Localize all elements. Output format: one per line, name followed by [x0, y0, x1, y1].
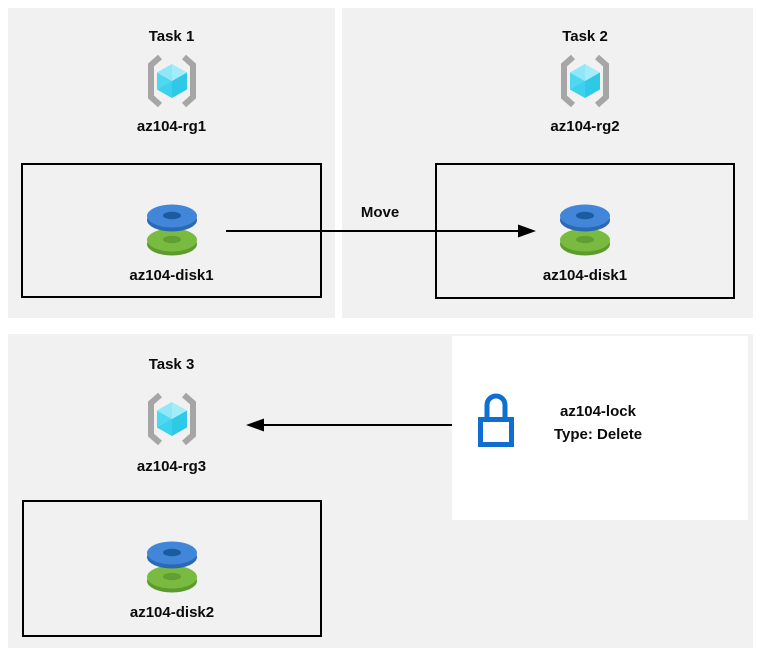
resource-group-icon [142, 390, 202, 448]
task2-title: Task 2 [562, 28, 608, 45]
lock-type-label: Type: Delete [553, 426, 643, 443]
lock-text-block: az104-lock Type: Delete [528, 400, 668, 446]
lock-annotation: az104-lock Type: Delete [452, 336, 748, 520]
task1-panel: Task 1 az104-rg1 az104-disk1 [8, 8, 335, 318]
move-label: Move [360, 204, 400, 221]
rg3-label: az104-rg3 [136, 458, 207, 475]
disk-box-rg3: az104-disk2 [22, 500, 322, 637]
task3-panel: Task 3 az104-rg3 az104-disk2 az104-lock … [8, 334, 753, 648]
resource-group-icon [142, 52, 202, 110]
disk-icon [140, 201, 204, 262]
resource-group-icon [555, 52, 615, 110]
disk-icon [553, 201, 617, 262]
task3-title: Task 3 [148, 356, 195, 373]
disk1-copy-label: az104-disk1 [542, 267, 628, 284]
disk-box-rg1: az104-disk1 [21, 163, 322, 298]
disk-icon [140, 538, 204, 599]
task2-panel: Task 2 az104-rg2 az104-disk1 [342, 8, 753, 318]
lock-icon [468, 388, 525, 455]
rg2-label: az104-rg2 [550, 118, 620, 135]
disk1-label: az104-disk1 [129, 267, 214, 284]
rg1-label: az104-rg1 [136, 118, 207, 135]
task1-title: Task 1 [148, 28, 195, 45]
disk2-label: az104-disk2 [129, 604, 215, 621]
lock-name-label: az104-lock [560, 403, 636, 420]
disk-box-rg2: az104-disk1 [435, 163, 735, 299]
